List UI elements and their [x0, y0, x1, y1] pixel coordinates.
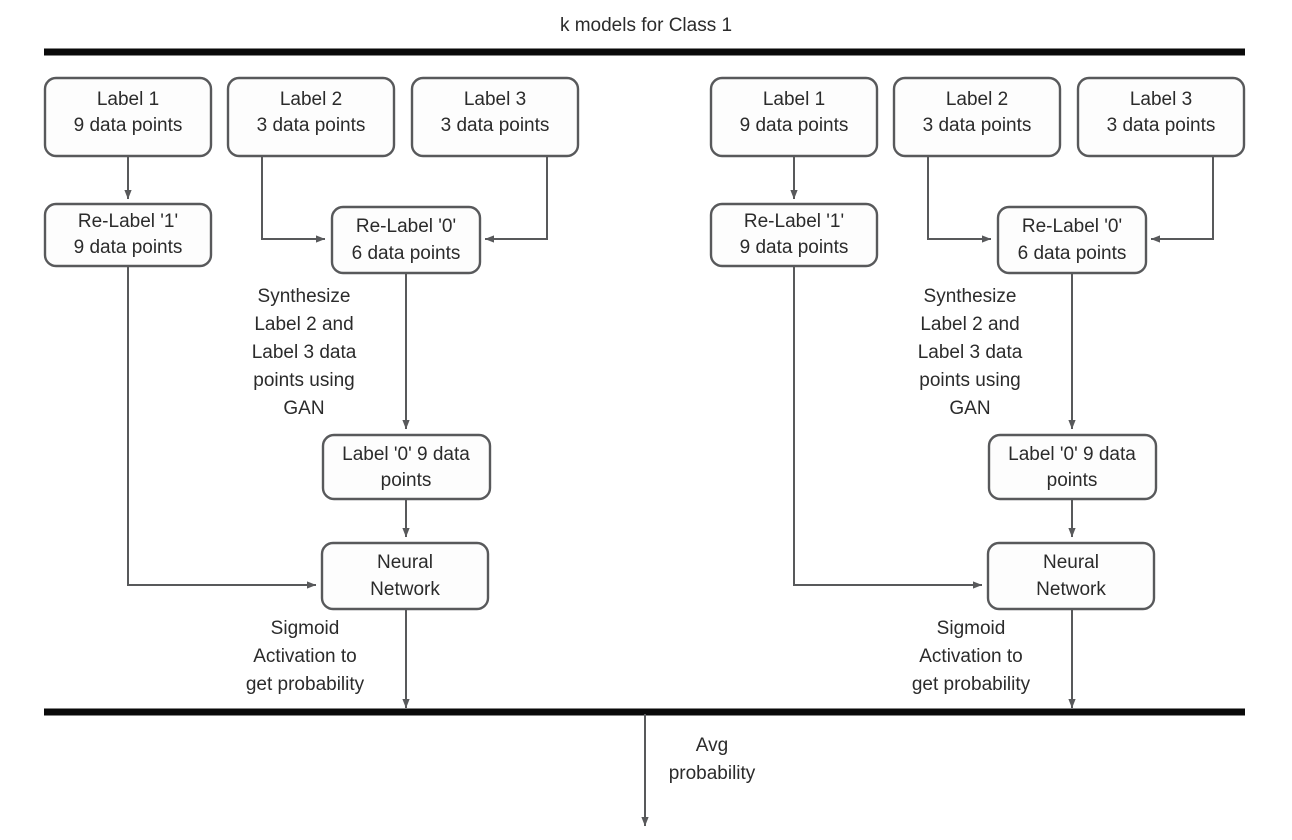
node-relabel0-box[interactable]	[330, 205, 482, 275]
annotation-sigmoid-line2: Activation to	[253, 646, 357, 667]
node-label1-box[interactable]	[43, 76, 213, 158]
node-relabel1-right-line1: Re-Label '1'	[744, 211, 844, 232]
node-label2-right[interactable]: Label 2 3 data points	[892, 76, 1062, 158]
edge-relabel1-to-neuralnetwork	[127, 266, 317, 589]
node-label2-box[interactable]	[226, 76, 396, 158]
annotation-gan-line3: Label 3 data	[252, 342, 357, 363]
node-relabel0-right-box[interactable]	[996, 205, 1148, 275]
node-synth-label0-line1: Label '0' 9 data	[342, 444, 470, 465]
node-label1-right-box[interactable]	[709, 76, 879, 158]
node-label3-line1: Label 3	[464, 89, 526, 110]
model-left: Label 1 9 data points Label 2 3 data poi…	[43, 76, 580, 709]
node-synth-label0-right[interactable]: Label '0' 9 data points	[987, 433, 1158, 501]
annotation-sigmoid-right-line1: Sigmoid	[937, 618, 1006, 639]
node-relabel1[interactable]: Re-Label '1' 9 data points	[43, 202, 213, 268]
annotation-sigmoid-right-line2: Activation to	[919, 646, 1023, 667]
node-label3-right-line2: 3 data points	[1107, 115, 1216, 136]
node-label2-line1: Label 2	[280, 89, 342, 110]
node-synth-label0-line2: points	[381, 470, 432, 491]
output-label-line1: Avg	[696, 735, 728, 756]
annotation-gan-right-line1: Synthesize	[924, 286, 1017, 307]
node-relabel0-right-line2: 6 data points	[1018, 243, 1127, 264]
output-label-line2: probability	[669, 763, 756, 784]
node-label2-right-line1: Label 2	[946, 89, 1008, 110]
node-label1[interactable]: Label 1 9 data points	[43, 76, 213, 158]
node-label3-right-line1: Label 3	[1130, 89, 1192, 110]
node-relabel1-right-line2: 9 data points	[740, 237, 849, 258]
node-label1-line1: Label 1	[97, 89, 159, 110]
annotation-gan-line4: points using	[253, 370, 354, 391]
node-label1-right[interactable]: Label 1 9 data points	[709, 76, 879, 158]
node-neural-network-right[interactable]: Neural Network	[986, 541, 1156, 611]
node-label3-line2: 3 data points	[441, 115, 550, 136]
node-synth-label0-right-line1: Label '0' 9 data	[1008, 444, 1136, 465]
node-relabel1-box[interactable]	[43, 202, 213, 268]
node-neural-network-right-line1: Neural	[1043, 552, 1099, 573]
node-relabel1-line1: Re-Label '1'	[78, 211, 178, 232]
node-relabel0-right-line1: Re-Label '0'	[1022, 216, 1122, 237]
annotation-gan-line2: Label 2 and	[254, 314, 353, 335]
edge-relabel1-to-neuralnetwork-right	[793, 266, 983, 589]
node-relabel0-right[interactable]: Re-Label '0' 6 data points	[996, 205, 1148, 275]
node-relabel1-right-box[interactable]	[709, 202, 879, 268]
node-label3-right-box[interactable]	[1076, 76, 1246, 158]
annotation-gan-line5: GAN	[283, 398, 324, 419]
node-label3-right[interactable]: Label 3 3 data points	[1076, 76, 1246, 158]
node-label1-right-line2: 9 data points	[740, 115, 849, 136]
node-neural-network-right-line2: Network	[1036, 579, 1106, 600]
node-relabel0[interactable]: Re-Label '0' 6 data points	[330, 205, 482, 275]
node-label3[interactable]: Label 3 3 data points	[410, 76, 580, 158]
node-label1-line2: 9 data points	[74, 115, 183, 136]
output-branch: Avg probability	[641, 714, 756, 827]
annotation-sigmoid-line1: Sigmoid	[271, 618, 340, 639]
edge-label3-to-relabel0-right	[1150, 156, 1214, 243]
node-synth-label0-box[interactable]	[321, 433, 492, 501]
annotation-gan-line1: Synthesize	[258, 286, 351, 307]
annotation-gan-right-line4: points using	[919, 370, 1020, 391]
node-relabel1-right[interactable]: Re-Label '1' 9 data points	[709, 202, 879, 268]
node-neural-network-right-box[interactable]	[986, 541, 1156, 611]
annotation-sigmoid-right-line3: get probability	[912, 674, 1031, 695]
edge-label3-to-relabel0	[484, 156, 548, 243]
node-synth-label0-right-box[interactable]	[987, 433, 1158, 501]
node-label1-right-line1: Label 1	[763, 89, 825, 110]
node-relabel1-line2: 9 data points	[74, 237, 183, 258]
node-neural-network-box[interactable]	[320, 541, 490, 611]
edge-label2-to-relabel0	[261, 156, 326, 243]
node-label2-line2: 3 data points	[257, 115, 366, 136]
node-neural-network-line1: Neural	[377, 552, 433, 573]
annotation-sigmoid-right: Sigmoid Activation to get probability	[912, 618, 1031, 695]
annotation-sigmoid: Sigmoid Activation to get probability	[246, 618, 365, 695]
node-label2-right-box[interactable]	[892, 76, 1062, 158]
node-label2[interactable]: Label 2 3 data points	[226, 76, 396, 158]
node-label3-box[interactable]	[410, 76, 580, 158]
annotation-sigmoid-line3: get probability	[246, 674, 365, 695]
annotation-gan: Synthesize Label 2 and Label 3 data poin…	[252, 286, 357, 419]
annotation-gan-right-line2: Label 2 and	[920, 314, 1019, 335]
node-neural-network-line2: Network	[370, 579, 440, 600]
node-synth-label0[interactable]: Label '0' 9 data points	[321, 433, 492, 501]
page-title: k models for Class 1	[560, 15, 732, 36]
annotation-gan-right: Synthesize Label 2 and Label 3 data poin…	[918, 286, 1023, 419]
node-synth-label0-right-line2: points	[1047, 470, 1098, 491]
node-neural-network[interactable]: Neural Network	[320, 541, 490, 611]
annotation-gan-right-line5: GAN	[949, 398, 990, 419]
model-right: Label 1 9 data points Label 2 3 data poi…	[709, 76, 1246, 709]
node-relabel0-line2: 6 data points	[352, 243, 461, 264]
annotation-gan-right-line3: Label 3 data	[918, 342, 1023, 363]
edge-label2-to-relabel0-right	[927, 156, 992, 243]
node-relabel0-line1: Re-Label '0'	[356, 216, 456, 237]
node-label2-right-line2: 3 data points	[923, 115, 1032, 136]
